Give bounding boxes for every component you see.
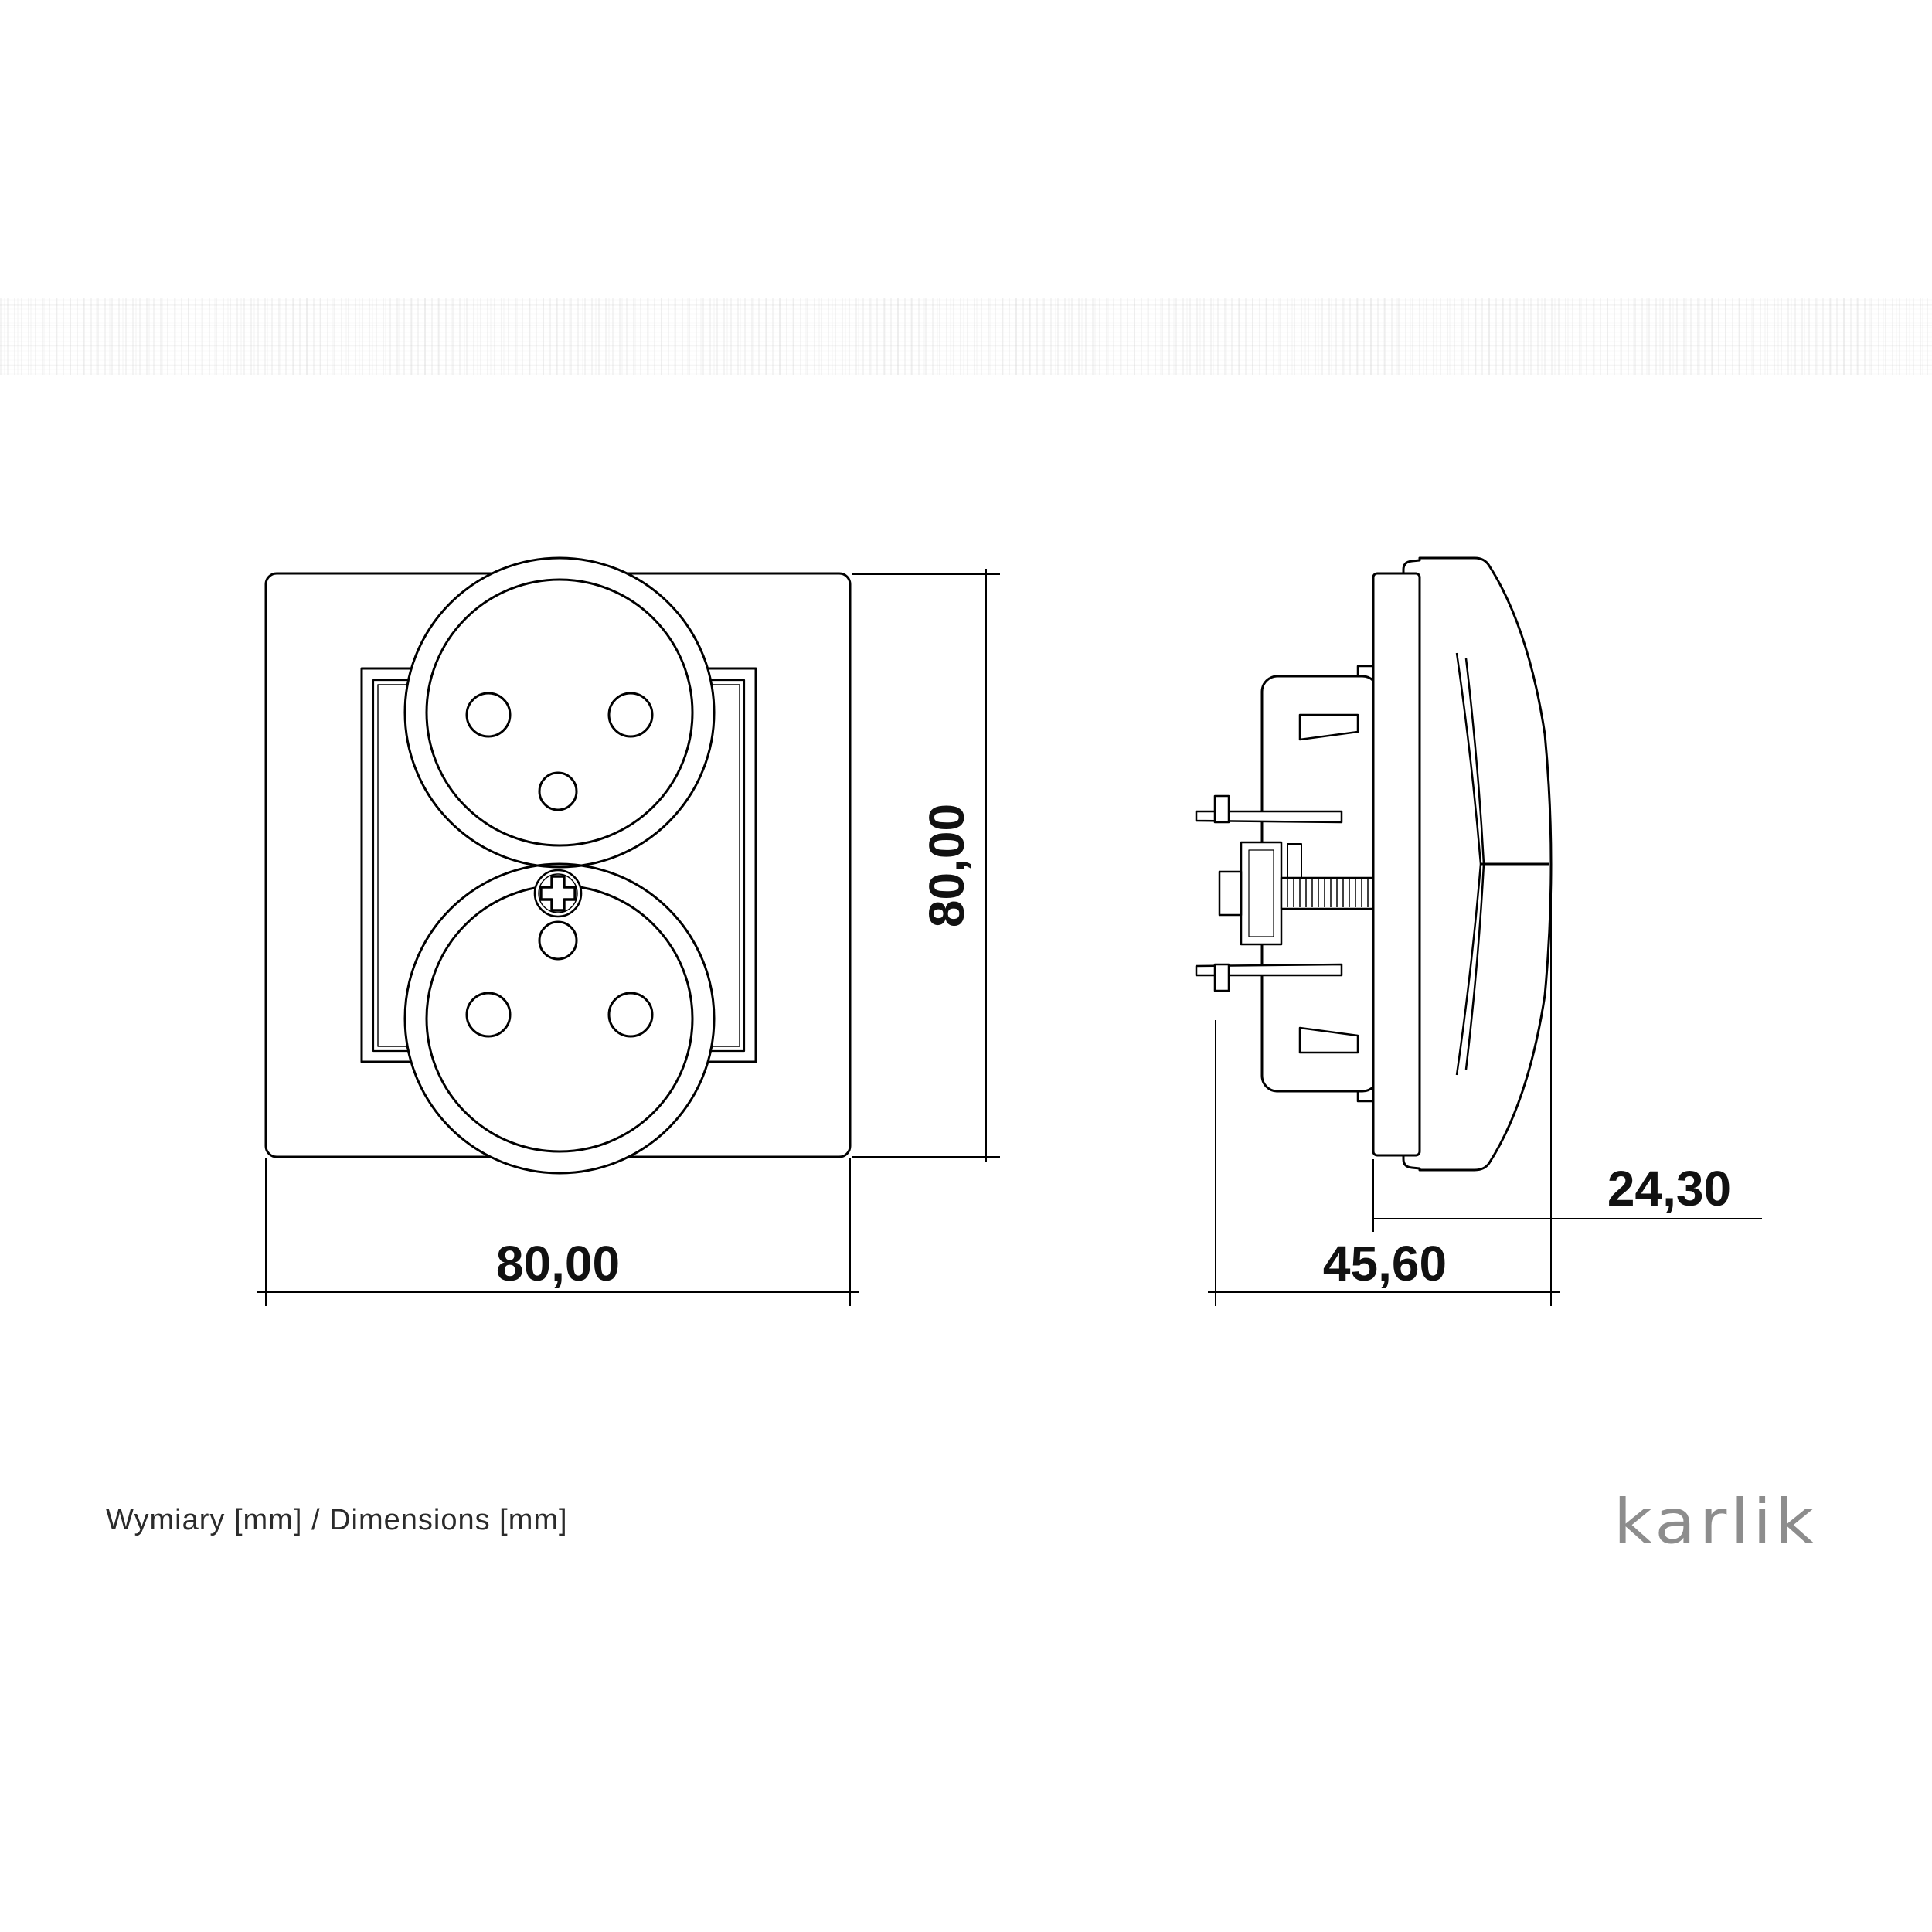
- bottom-socket-small-hole: [538, 920, 578, 961]
- top-socket-outer-circle: [403, 556, 716, 869]
- side-cover-profile: [1402, 556, 1553, 1172]
- claw-arm-upper: [1195, 810, 1343, 824]
- claw-tip-upper: [1213, 794, 1230, 824]
- side-view-dimensions: [1208, 881, 1762, 1306]
- bottom-socket-pin-hole-right: [607, 992, 654, 1038]
- claw-nut: [1218, 870, 1243, 917]
- karlik-brand-logo: karlik: [1614, 1487, 1818, 1558]
- front-view-drawing: [264, 556, 852, 1175]
- side-view-drawing: [1195, 556, 1553, 1172]
- claw-spring-holder: [1287, 843, 1302, 879]
- phillips-cross-icon: [539, 875, 577, 912]
- top-socket-inner-circle: [425, 578, 694, 847]
- bottom-socket-pin-hole-left: [465, 992, 512, 1038]
- side-cover-inner-curve-a: [1455, 652, 1482, 1076]
- claw-clamp-block: [1240, 841, 1283, 946]
- front-height-label: 80,00: [919, 804, 975, 927]
- side-box-step-bottom: [1356, 1091, 1375, 1103]
- scan-noise-band: [0, 298, 1932, 375]
- front-width-label: 80,00: [496, 1236, 620, 1291]
- bottom-socket-fill: [405, 864, 714, 1173]
- front-view-dimensions: [257, 569, 1000, 1306]
- side-box-step-top: [1356, 665, 1375, 676]
- top-socket-pin-hole-left: [465, 692, 512, 738]
- bottom-socket-outer-circle: [403, 862, 716, 1175]
- side-plate-profile: [1372, 572, 1421, 1157]
- top-socket-pin-hole-right: [607, 692, 654, 738]
- side-protrusion-label: 24,30: [1607, 1161, 1731, 1216]
- claw-arm-lower: [1195, 963, 1343, 977]
- dimensions-note: Wymiary [mm] / Dimensions [mm]: [106, 1504, 568, 1536]
- side-claw-tooth-top: [1298, 713, 1359, 741]
- top-socket-fill: [405, 558, 714, 867]
- claw-clamp-inner: [1248, 849, 1274, 937]
- side-depth-label: 45,60: [1323, 1236, 1447, 1291]
- claw-tip-lower: [1213, 963, 1230, 992]
- top-socket-small-hole: [538, 771, 578, 811]
- side-claw-tooth-bottom: [1298, 1026, 1359, 1054]
- center-screw: [533, 869, 583, 918]
